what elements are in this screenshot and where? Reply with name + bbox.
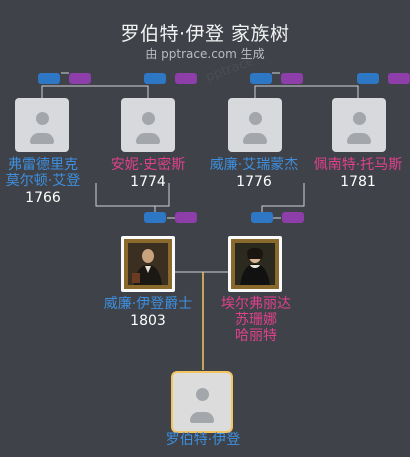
connector-gp1-gp2-bracket (41, 85, 149, 98)
gp4-year: 1781 (340, 174, 376, 190)
person-placeholder-icon (35, 112, 49, 126)
mother-portrait[interactable] (228, 236, 282, 292)
person-placeholder-icon (248, 112, 262, 126)
father-name[interactable]: 威廉·伊登爵士 (103, 296, 193, 312)
gp3-badge-male[interactable] (250, 73, 272, 84)
gp4-badge-male[interactable] (357, 73, 379, 84)
gp2-badge-female[interactable] (175, 73, 197, 84)
gp2-badge-male[interactable] (144, 73, 166, 84)
gp4-badge-female[interactable] (388, 73, 410, 84)
father-badge-female[interactable] (175, 212, 197, 223)
gp1-badge-male[interactable] (38, 73, 60, 84)
father-badge-male[interactable] (144, 212, 166, 223)
father-portrait-image (128, 243, 168, 285)
person-placeholder-icon (352, 112, 366, 126)
gp1-avatar[interactable] (15, 98, 69, 152)
page-title: 罗伯特·伊登 家族树 (120, 23, 290, 45)
gp3-name[interactable]: 威廉·艾瑞蒙杰 (209, 157, 299, 173)
mother-name-line2[interactable]: 苏珊娜 (235, 312, 277, 328)
self-avatar[interactable] (173, 373, 231, 431)
person-placeholder-icon (195, 388, 209, 402)
page-subtitle: 由 pptrace.com 生成 (145, 47, 265, 61)
gp2-year: 1774 (130, 174, 166, 190)
connector-gp1-down (95, 183, 156, 213)
mother-name-line1[interactable]: 埃尔弗丽达 (221, 296, 291, 312)
mother-name-line3[interactable]: 哈丽特 (235, 328, 277, 344)
gp1-name-line2[interactable]: 莫尔顿·艾登 (5, 173, 81, 189)
connector-gp2-down (155, 183, 170, 207)
gp2-name[interactable]: 安妮·史密斯 (110, 157, 186, 173)
gp3-badge-female[interactable] (281, 73, 303, 84)
gp2-avatar[interactable] (121, 98, 175, 152)
gp1-name-line1[interactable]: 弗雷德里克 (8, 157, 78, 173)
mother-portrait-image (235, 243, 275, 285)
gp3-year: 1776 (236, 174, 272, 190)
mother-badge-male[interactable] (251, 212, 273, 223)
gp1-year: 1766 (25, 190, 61, 206)
mother-badge-female[interactable] (282, 212, 304, 223)
person-placeholder-icon (141, 112, 155, 126)
gp4-name[interactable]: 佩南特·托马斯 (313, 157, 403, 173)
father-portrait[interactable] (121, 236, 175, 292)
gp3-avatar[interactable] (228, 98, 282, 152)
gp1-badge-female[interactable] (69, 73, 91, 84)
father-year: 1803 (130, 313, 166, 329)
connector-gp3-down (261, 183, 305, 213)
connector-gp3-gp4-bracket (254, 85, 359, 98)
self-name[interactable]: 罗伯特·伊登 (165, 432, 241, 448)
gp4-avatar[interactable] (332, 98, 386, 152)
